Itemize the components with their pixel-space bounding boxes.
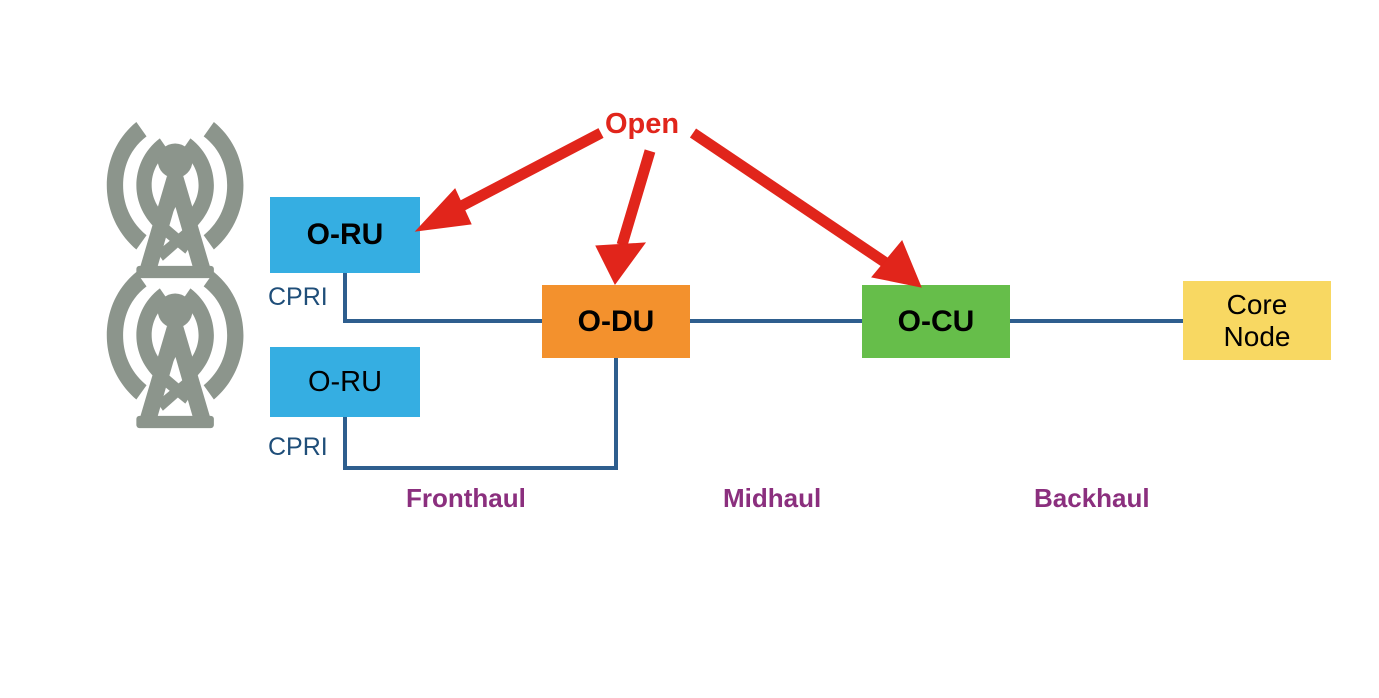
link-oru-top-to-odu — [343, 272, 545, 323]
open-annotation-label: Open — [605, 108, 680, 140]
node-label: O-RU — [307, 365, 383, 398]
node-label: O-CU — [897, 304, 975, 338]
node-o-ru-bottom[interactable]: O-RU — [270, 347, 420, 417]
node-o-ru-top[interactable]: O-RU — [270, 197, 420, 273]
node-label: O-RU — [306, 218, 384, 252]
node-o-cu[interactable]: O-CU — [862, 285, 1010, 358]
open-arrow-to-oru — [414, 128, 604, 232]
segment-label-fronthaul: Fronthaul — [406, 483, 526, 513]
open-arrow-to-ocu — [689, 128, 922, 288]
cell-tower-icon — [106, 272, 244, 429]
node-label: Core Node — [1223, 289, 1291, 352]
cell-tower-icon — [106, 122, 244, 279]
link-label-cpri-top: CPRI — [268, 283, 328, 311]
node-label: O-DU — [577, 304, 655, 338]
open-arrow-to-odu — [595, 149, 656, 285]
link-label-cpri-bottom: CPRI — [268, 433, 328, 461]
link-oru-bottom-to-odu — [343, 358, 618, 470]
node-o-du[interactable]: O-DU — [542, 285, 690, 358]
node-core-node[interactable]: Core Node — [1183, 281, 1331, 360]
segment-label-backhaul: Backhaul — [1034, 483, 1150, 513]
segment-label-midhaul: Midhaul — [723, 483, 822, 513]
